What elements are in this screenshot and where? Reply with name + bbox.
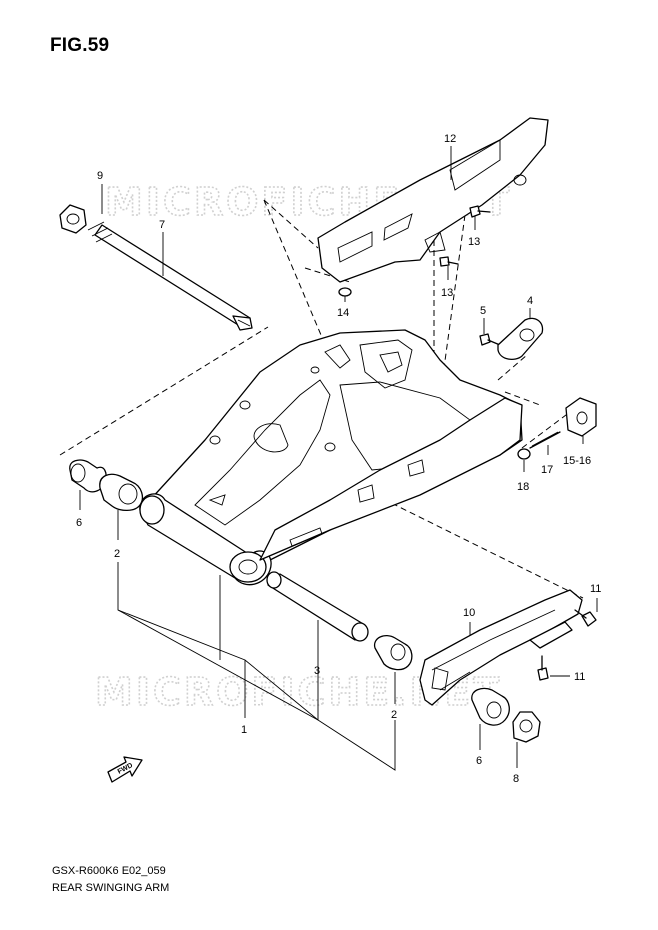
callout-2-right: 2 <box>391 709 397 721</box>
callout-11-upper: 11 <box>590 583 601 595</box>
section-name: REAR SWINGING ARM <box>52 882 170 894</box>
left-pivot-parts <box>69 459 143 512</box>
callout-1: 1 <box>241 724 247 736</box>
chain-cover <box>317 117 549 283</box>
pivot-shaft <box>87 221 253 331</box>
right-bush-and-nut <box>471 687 541 743</box>
callout-9: 9 <box>97 170 103 182</box>
callout-10: 10 <box>463 607 475 619</box>
callout-3: 3 <box>314 665 320 677</box>
pivot-nut <box>59 204 87 234</box>
swing-arm <box>139 329 523 586</box>
callout-15-16: 15-16 <box>563 455 591 467</box>
callout-13-upper: 13 <box>468 236 480 248</box>
fasteners: FWD <box>107 205 597 783</box>
callout-6-left: 6 <box>76 517 82 529</box>
leader-lines <box>79 146 598 771</box>
callout-5: 5 <box>480 305 486 317</box>
callout-13-lower: 13 <box>441 287 453 299</box>
chain-guide <box>419 589 583 706</box>
model-code: GSX-R600K6 E02_059 <box>52 865 166 877</box>
callout-7: 7 <box>159 219 165 231</box>
callout-8: 8 <box>513 773 519 785</box>
callout-6-right: 6 <box>476 755 482 767</box>
callout-2-left: 2 <box>114 548 120 560</box>
callout-17: 17 <box>541 464 553 476</box>
figure-title: FIG.59 <box>50 35 110 56</box>
callout-11-lower: 11 <box>574 671 585 683</box>
fwd-arrow-icon <box>107 756 143 783</box>
right-pivot-parts <box>266 571 413 671</box>
callout-18: 18 <box>517 481 529 493</box>
callout-4: 4 <box>527 295 533 307</box>
callout-12: 12 <box>444 133 456 145</box>
callout-14: 14 <box>337 307 349 319</box>
callout-labels: 9 7 12 13 13 14 5 4 15-16 17 18 6 2 11 1… <box>76 133 601 785</box>
